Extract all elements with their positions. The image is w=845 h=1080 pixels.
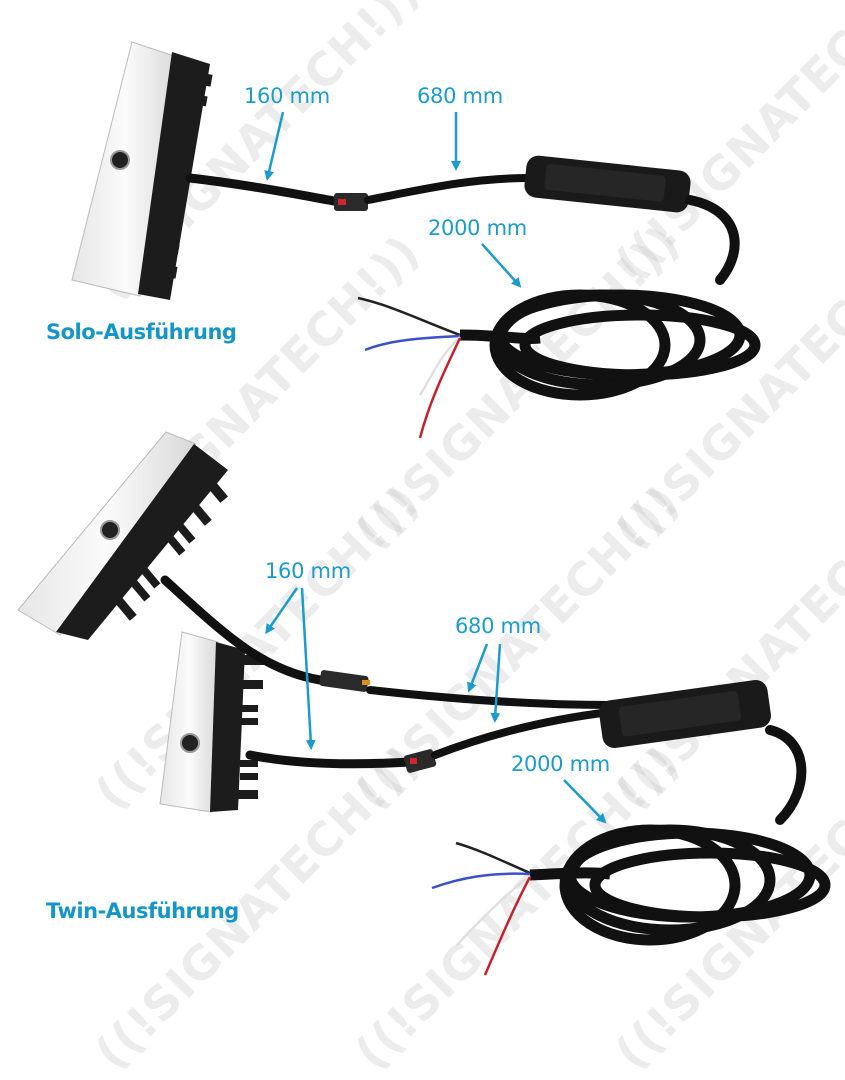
twin-controller — [599, 679, 771, 749]
solo-cable-680 — [364, 174, 534, 204]
arrow-160-twin-b — [300, 587, 316, 750]
arrow-680-twin-b — [490, 643, 502, 723]
solo-cable-coil-2000 — [459, 289, 761, 401]
solo-cable-160 — [185, 173, 345, 207]
dimension-label-680-solo: 680 mm — [417, 84, 503, 108]
twin-connector-b — [403, 749, 437, 773]
dimension-label-160-solo: 160 mm — [244, 84, 330, 108]
product-illustration — [17, 41, 831, 976]
dimension-label-160-twin: 160 mm — [265, 559, 351, 583]
arrow-160-twin-a — [265, 587, 299, 635]
dimension-label-2000-solo: 2000 mm — [428, 216, 527, 240]
twin-connector-a — [319, 670, 370, 692]
twin-cable-coil-2000 — [529, 824, 831, 946]
twin-cable-160-b — [245, 750, 415, 769]
product-diagram: ((!SIGNATECH!)) ((!SIGNATECH!)) ((!SIGNA… — [17, 0, 845, 1080]
twin-open-wires — [431, 841, 532, 976]
solo-connector — [334, 193, 368, 211]
twin-cable-160-a — [160, 575, 325, 685]
dimension-label-680-twin: 680 mm — [455, 614, 541, 638]
twin-cable-680-a — [366, 686, 614, 709]
arrow-680-twin-a — [467, 643, 489, 693]
solo-controller — [524, 155, 691, 213]
arrow-2000-twin — [563, 779, 607, 824]
arrow-160-solo — [264, 111, 285, 181]
arrow-2000-solo — [481, 243, 522, 288]
twin-lamp-1 — [17, 431, 228, 640]
twin-cable-680-b — [431, 708, 614, 759]
variant-title-solo: Solo-Ausführung — [46, 320, 237, 344]
twin-lamp-2 — [159, 631, 265, 813]
solo-open-wires — [357, 296, 462, 439]
solo-lamp — [71, 41, 213, 300]
variant-title-twin: Twin-Ausführung — [46, 899, 239, 923]
dimension-label-2000-twin: 2000 mm — [511, 752, 610, 776]
